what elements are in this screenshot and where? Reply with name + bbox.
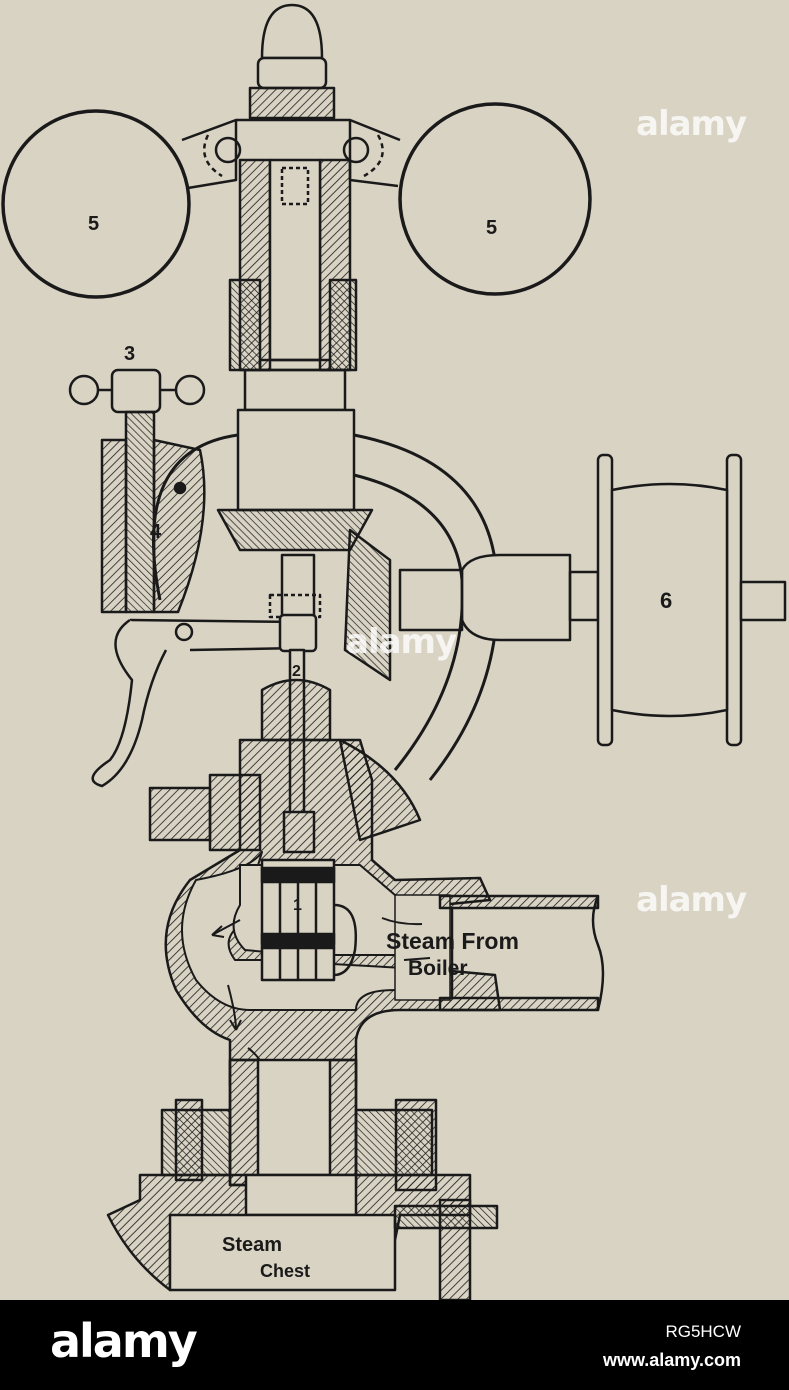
footer-bar: alamy RG5HCW www.alamy.com: [0, 1300, 789, 1390]
footer-url[interactable]: www.alamy.com: [602, 1350, 741, 1370]
flyball-weights: [1, 102, 592, 299]
label-steam: Steam: [222, 1234, 283, 1256]
flow-arrows: [211, 917, 431, 1081]
label-weight-left: 5: [88, 213, 100, 235]
label-spring: 4: [150, 521, 162, 543]
governor-valve-drawing: [1, 3, 787, 1300]
governor-column: [228, 158, 358, 512]
label-handle: 3: [124, 343, 136, 365]
image-id: RG5HCW: [665, 1322, 741, 1341]
footer-logo[interactable]: alamy: [50, 1314, 198, 1368]
lever: [91, 613, 318, 788]
label-valve: 1: [293, 897, 302, 914]
label-stem: 2: [292, 663, 301, 680]
label-pulley: 6: [660, 588, 673, 613]
watermark-text: alamy: [636, 104, 747, 144]
spring-housing: [100, 438, 206, 614]
piston-valve: [260, 858, 357, 982]
diagram-panel: 5 5 3 4 6 2 1 Steam From Boiler Steam Ch…: [1, 3, 787, 1300]
outlet-flanges: [160, 1058, 438, 1192]
top-cap: [248, 3, 336, 120]
watermark-text: alamy: [346, 622, 457, 662]
pulley-assembly: [398, 453, 787, 747]
label-boiler: Boiler: [408, 957, 468, 980]
label-weight-right: 5: [486, 217, 498, 239]
steam-pipe: [438, 894, 605, 1012]
label-steam-from: Steam From: [386, 928, 519, 954]
label-chest: Chest: [260, 1261, 311, 1281]
steam-chest: [106, 1173, 499, 1300]
bevel-gears: [216, 508, 392, 682]
watermark-text: alamy: [636, 880, 747, 920]
adjusting-handle: [68, 368, 206, 614]
